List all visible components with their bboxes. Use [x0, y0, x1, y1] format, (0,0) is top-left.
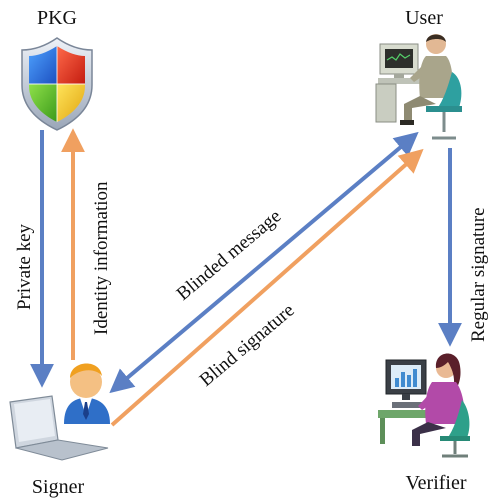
- blind-signature-label: Blind signature: [196, 300, 299, 391]
- signer-label: Signer: [32, 476, 85, 498]
- node-verifier: Verifier: [378, 353, 470, 494]
- node-pkg: PKG: [21, 7, 93, 131]
- user-label: User: [405, 7, 443, 29]
- computer-user-icon: [375, 34, 462, 140]
- regular-signature-label: Regular signature: [468, 207, 489, 342]
- node-user: User: [375, 7, 462, 140]
- identity-information-label: Identity information: [91, 181, 112, 335]
- computer-woman-icon: [378, 353, 470, 458]
- node-signer: Signer: [9, 363, 110, 498]
- blinded-message-arrow: [109, 131, 419, 394]
- edge-blinded-message: [109, 131, 419, 394]
- private-key-label: Private key: [14, 223, 35, 310]
- edge-blind-signature: [110, 148, 424, 427]
- shield-icon: [21, 37, 93, 131]
- verifier-label: Verifier: [405, 472, 466, 494]
- blind-signature-arrow: [110, 148, 424, 427]
- pkg-label: PKG: [37, 7, 77, 29]
- laptop-user-icon: [9, 363, 110, 461]
